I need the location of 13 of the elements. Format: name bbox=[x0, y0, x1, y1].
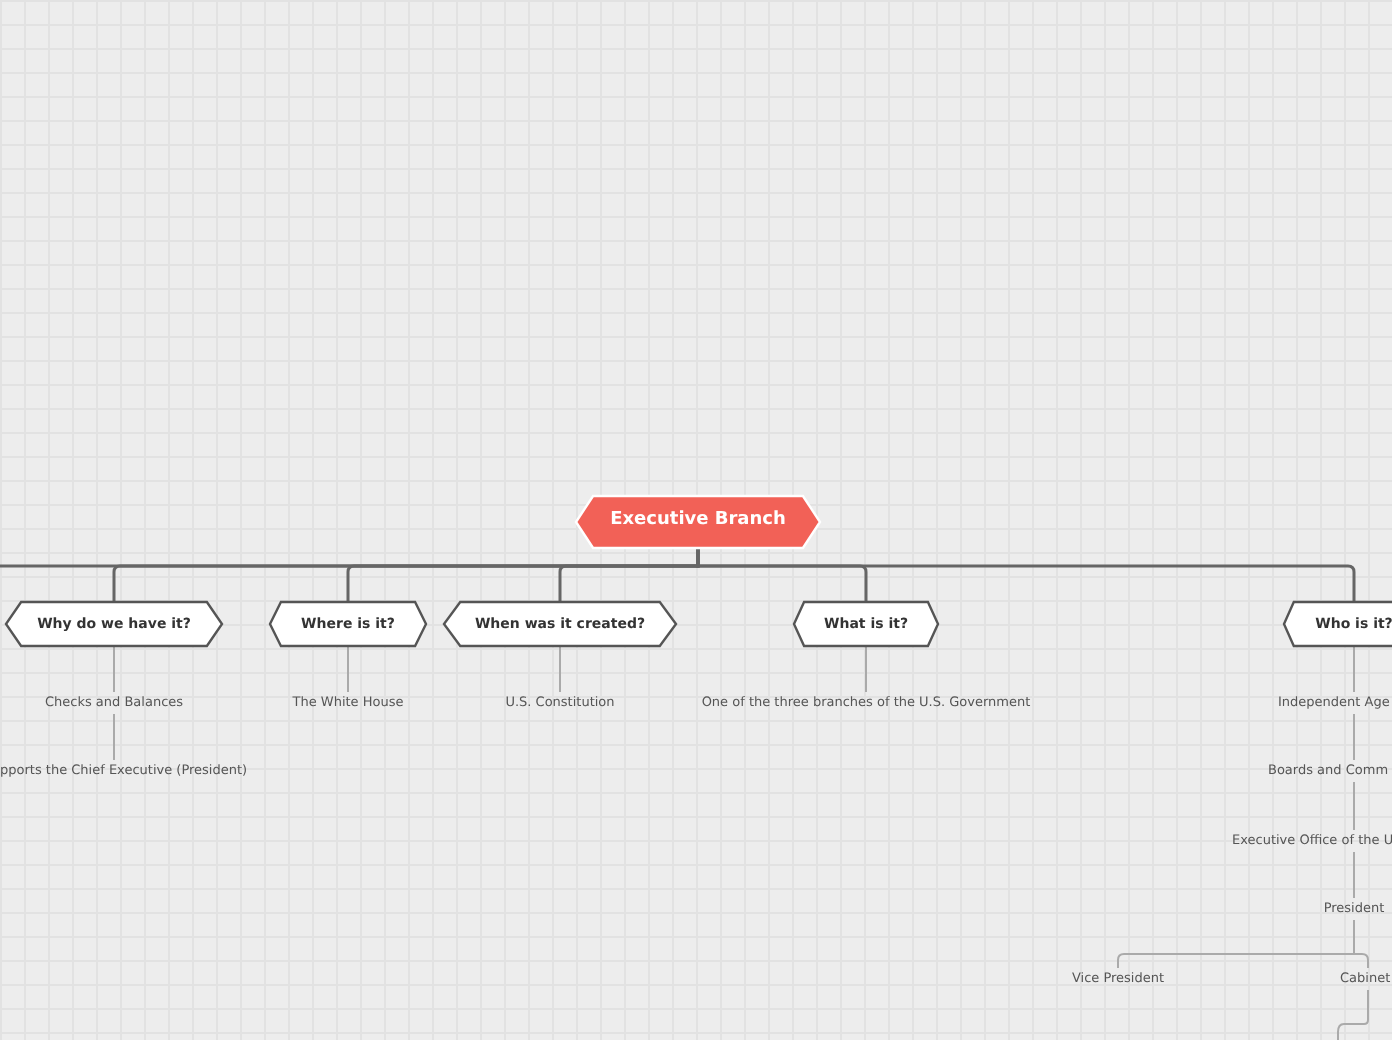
connector-line bbox=[113, 645, 115, 693]
connector-line bbox=[1353, 851, 1355, 899]
connector-line bbox=[1353, 645, 1355, 693]
connector-line bbox=[1353, 713, 1355, 761]
connector-line bbox=[347, 645, 349, 693]
connector-line bbox=[1337, 989, 1369, 1040]
connector-line bbox=[113, 713, 115, 761]
connector-line bbox=[865, 645, 867, 693]
connector-line bbox=[1353, 919, 1369, 969]
connector-line bbox=[559, 645, 561, 693]
central-topic: Executive Branch bbox=[576, 496, 820, 548]
connector-line bbox=[1353, 781, 1355, 831]
connector-line bbox=[0, 548, 700, 568]
